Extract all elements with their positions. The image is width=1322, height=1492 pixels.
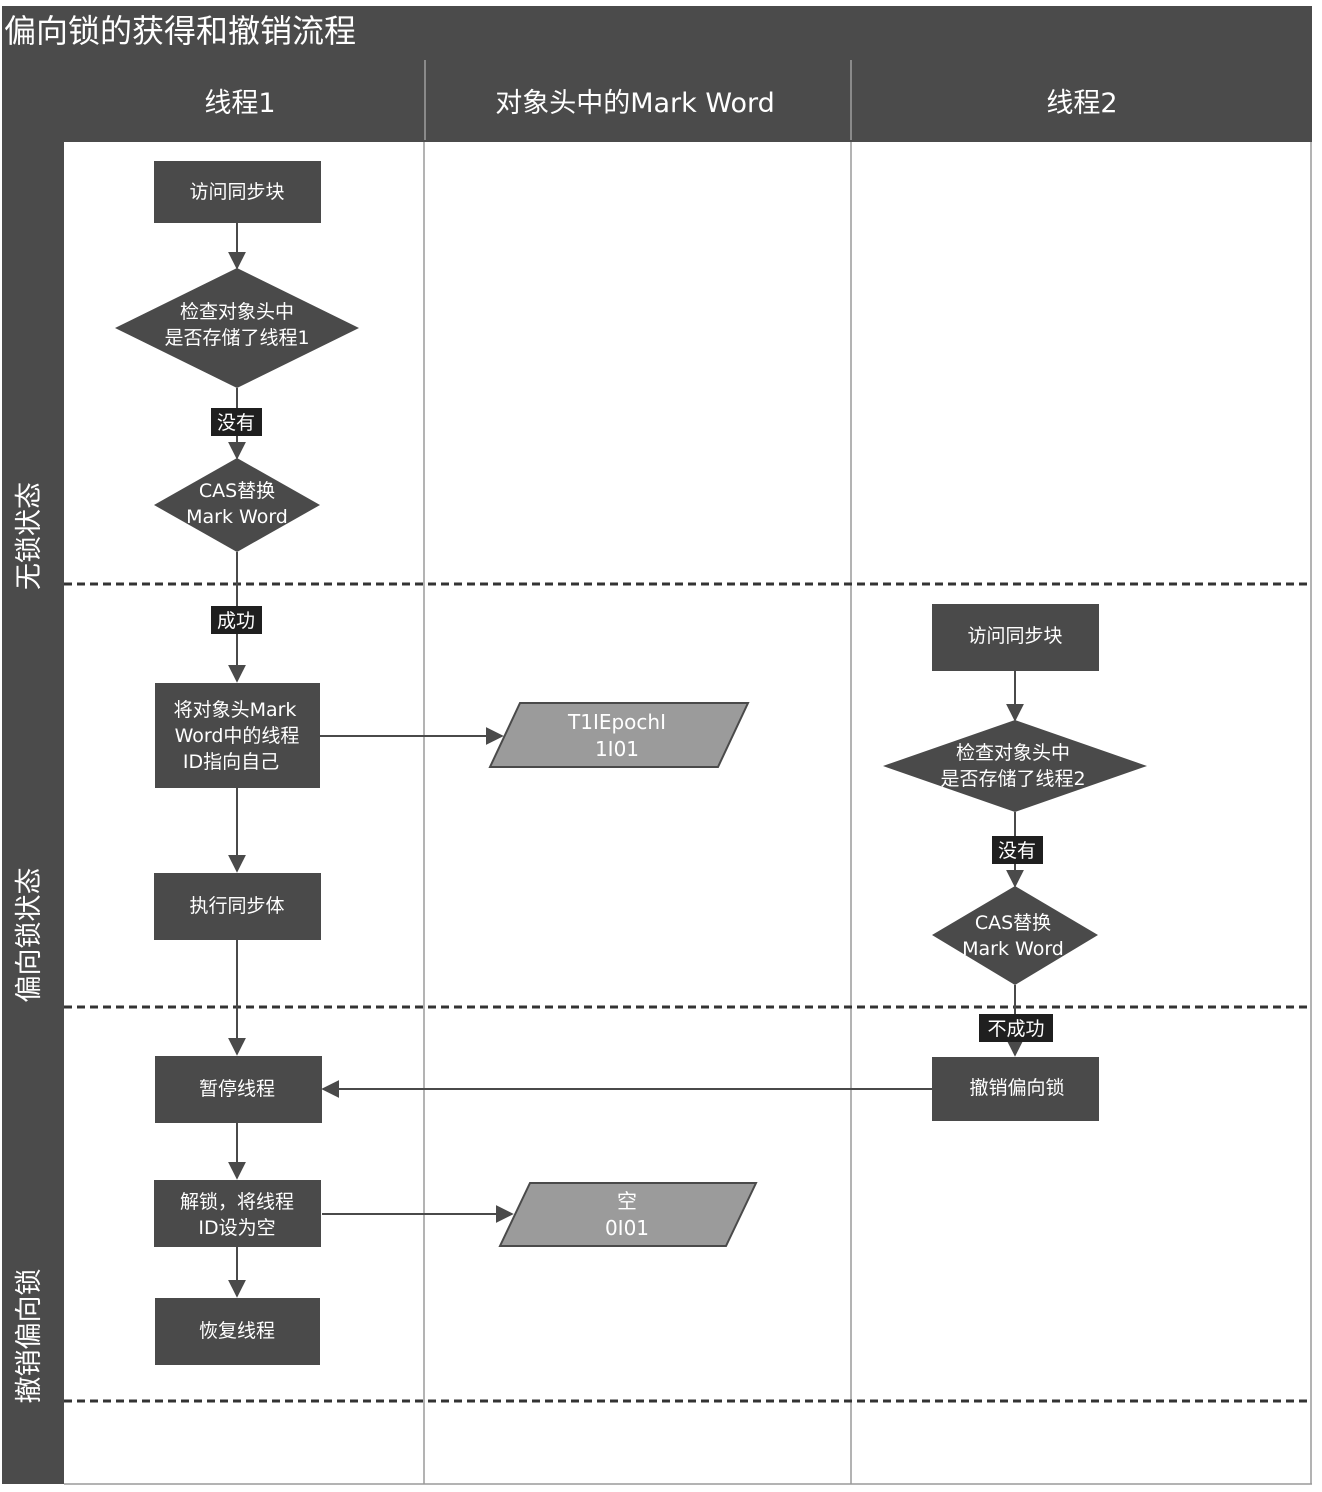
svg-text:没有: 没有 xyxy=(998,840,1036,862)
svg-text:解锁，将线程: 解锁，将线程 xyxy=(180,1191,294,1213)
column-header-thread1: 线程1 xyxy=(204,88,275,119)
svg-text:Mark Word: Mark Word xyxy=(186,506,288,528)
lane-label-biased: 偏向锁状态 xyxy=(14,868,45,1003)
node-t2-check: 检查对象头中 是否存储了线程2 xyxy=(883,720,1147,812)
lane-label-revoke: 撤销偏向锁 xyxy=(14,1269,45,1404)
title-bar xyxy=(2,6,1312,58)
svg-text:1I01: 1I01 xyxy=(595,737,639,761)
column-header-row xyxy=(64,58,1312,142)
svg-text:空: 空 xyxy=(617,1189,637,1213)
node-t1-access: 访问同步块 xyxy=(154,161,321,223)
svg-text:Word中的线程: Word中的线程 xyxy=(175,725,300,747)
column-header-markword: 对象头中的Mark Word xyxy=(495,88,775,119)
svg-text:访问同步块: 访问同步块 xyxy=(967,625,1062,647)
svg-text:没有: 没有 xyxy=(217,412,255,434)
lane-sidebar xyxy=(2,58,64,1484)
node-t1-pause: 暂停线程 xyxy=(155,1056,322,1123)
node-t1-resume: 恢复线程 xyxy=(155,1298,320,1365)
svg-text:0I01: 0I01 xyxy=(605,1216,649,1240)
node-markword-empty: 空 0I01 xyxy=(498,1182,758,1247)
svg-text:Mark Word: Mark Word xyxy=(962,938,1064,960)
svg-text:是否存储了线程1: 是否存储了线程1 xyxy=(164,327,309,349)
edge-label-t2-no: 没有 xyxy=(992,836,1043,864)
svg-text:CAS替换: CAS替换 xyxy=(975,912,1051,934)
node-t1-exec: 执行同步体 xyxy=(154,873,321,940)
node-t1-unlock: 解锁，将线程 ID设为空 xyxy=(154,1180,321,1247)
svg-text:ID设为空: ID设为空 xyxy=(198,1217,275,1239)
node-t1-cas: CAS替换 Mark Word xyxy=(154,458,320,552)
column-header-thread2: 线程2 xyxy=(1046,88,1117,119)
diagram-title: 偏向锁的获得和撤销流程 xyxy=(4,12,356,50)
svg-text:撤销偏向锁: 撤销偏向锁 xyxy=(969,1077,1064,1099)
svg-text:是否存储了线程2: 是否存储了线程2 xyxy=(940,768,1085,790)
node-t2-access: 访问同步块 xyxy=(932,604,1099,671)
node-t2-revoke: 撤销偏向锁 xyxy=(932,1057,1099,1121)
lane-label-unlocked: 无锁状态 xyxy=(14,482,45,590)
svg-text:执行同步体: 执行同步体 xyxy=(189,895,284,917)
node-t2-cas: CAS替换 Mark Word xyxy=(932,886,1098,985)
svg-text:ID指向自己: ID指向自己 xyxy=(183,751,279,773)
svg-text:检查对象头中: 检查对象头中 xyxy=(180,301,294,323)
svg-text:暂停线程: 暂停线程 xyxy=(199,1078,275,1100)
node-t1-check: 检查对象头中 是否存储了线程1 xyxy=(115,268,359,388)
svg-text:访问同步块: 访问同步块 xyxy=(189,181,284,203)
edge-label-t2-fail: 不成功 xyxy=(979,1014,1053,1042)
node-t1-setid: 将对象头Mark Word中的线程 ID指向自己 xyxy=(155,683,320,788)
svg-text:恢复线程: 恢复线程 xyxy=(199,1320,275,1342)
svg-text:成功: 成功 xyxy=(217,610,255,632)
svg-text:T1IEpochI: T1IEpochI xyxy=(567,710,666,734)
edge-label-t1-success: 成功 xyxy=(211,606,262,634)
node-markword-biased: T1IEpochI 1I01 xyxy=(488,702,750,768)
svg-text:将对象头Mark: 将对象头Mark xyxy=(174,699,297,721)
svg-text:CAS替换: CAS替换 xyxy=(199,480,275,502)
svg-text:检查对象头中: 检查对象头中 xyxy=(956,742,1070,764)
svg-text:不成功: 不成功 xyxy=(987,1018,1044,1040)
edge-label-t1-no: 没有 xyxy=(211,408,262,436)
